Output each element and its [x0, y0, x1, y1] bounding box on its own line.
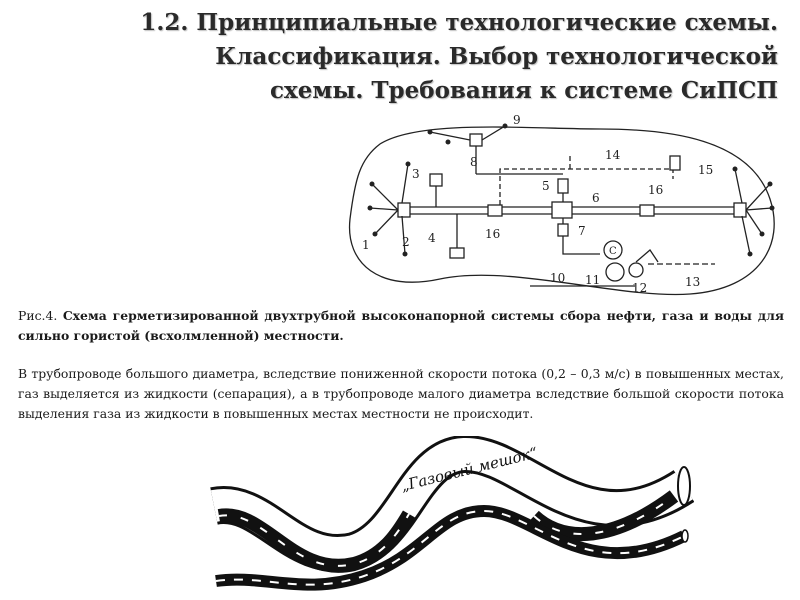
title-line-2: Классификация. Выбор технологической: [215, 43, 778, 70]
fig1-label-12: 12: [632, 281, 647, 295]
gas-pocket-illustration: „Газовый мешок“: [210, 436, 694, 591]
fig1-label-1: 1: [362, 238, 370, 252]
field-boundary: [348, 126, 775, 296]
figure-caption: Рис.4. Схема герметизированной двухтрубн…: [18, 306, 784, 346]
fig1-label-2: 2: [402, 235, 410, 249]
fig1-label-3: 3: [412, 167, 420, 181]
caption-prefix: Рис.4.: [18, 308, 63, 323]
fig1-label-4: 4: [428, 231, 436, 245]
fig1-label-16a: 16: [485, 227, 500, 241]
title-line-1: 1.2. Принципиальные технологические схем…: [140, 9, 778, 36]
fig1-label-11: 11: [585, 273, 600, 287]
fig1-label-7: 7: [578, 224, 586, 238]
pump-symbol: C: [609, 246, 617, 257]
gathering-system-schematic: 1 2 3 4 5 6 7 8 9 10 11 12 13 14 15 16 1…: [348, 113, 775, 296]
fig1-label-16b: 16: [648, 183, 663, 197]
fig1-label-10: 10: [550, 271, 565, 285]
fig1-label-5: 5: [542, 179, 550, 193]
fig1-label-6: 6: [592, 191, 600, 205]
slide-title: 1.2. Принципиальные технологические схем…: [78, 6, 778, 108]
fig1-label-13: 13: [685, 275, 700, 289]
caption-bold: Схема герметизированной двухтрубной высо…: [18, 308, 785, 343]
body-paragraph: В трубопроводе большого диаметра, вследс…: [18, 366, 784, 421]
fig1-label-15: 15: [698, 163, 713, 177]
title-line-3: схемы. Требования к системе СиПСП: [270, 77, 778, 104]
fig1-label-8: 8: [470, 155, 478, 169]
fig1-label-14: 14: [605, 148, 621, 162]
fig1-label-9: 9: [513, 113, 521, 127]
